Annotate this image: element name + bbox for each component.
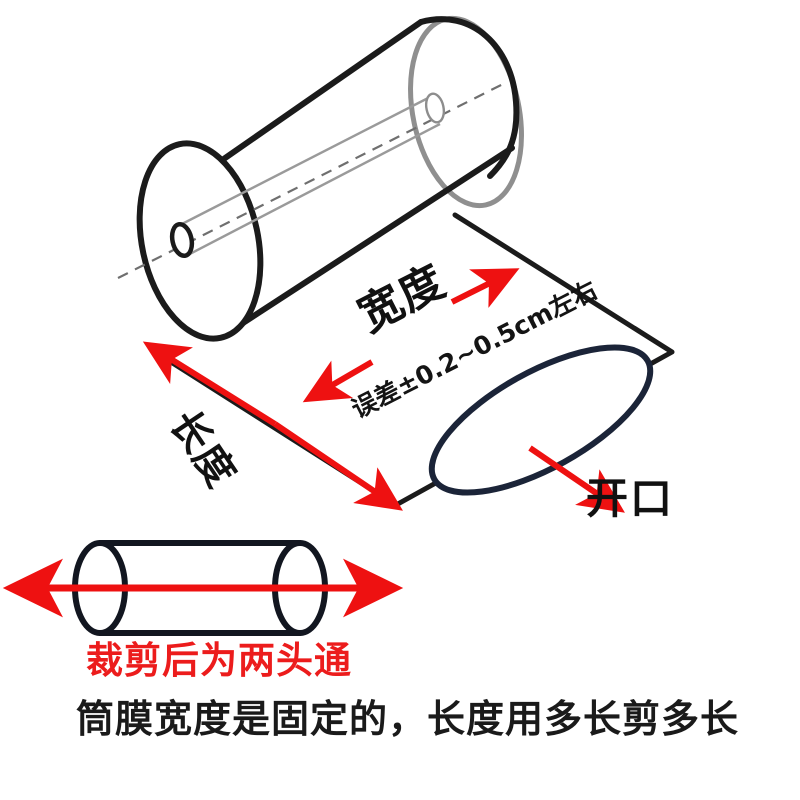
- core-far-end-ellipse: [424, 92, 446, 124]
- core-near-end-ellipse: [169, 221, 195, 259]
- core-tube-upper-edge: [179, 93, 435, 227]
- roll-far-outer-arc: [418, 16, 520, 179]
- opening-ellipse-outline: [428, 344, 654, 496]
- cut-result-note: 裁剪后为两头通: [86, 639, 352, 682]
- opening-pointer-arrow: [528, 445, 625, 513]
- opening-arrow-line: [528, 445, 625, 513]
- width-arrow-up-right: [450, 268, 520, 308]
- film-roll-cylinder: [136, 15, 582, 350]
- inner-core-tube: [117, 82, 506, 279]
- cut-tube-side-edges: [97, 540, 303, 636]
- core-tube-lower-edge: [185, 122, 441, 258]
- open-mouth-ellipse: [428, 344, 654, 496]
- width-arrow-down-left: [302, 359, 374, 403]
- bottom-caption: 筒膜宽度是固定的，长度用多长剪多长: [76, 697, 740, 741]
- roll-near-end-ellipse: [136, 140, 264, 342]
- length-arrow-up-left: [142, 341, 277, 427]
- width-double-arrow: [302, 268, 520, 403]
- length-arrow-down-right: [273, 421, 403, 511]
- opening-label: 开口: [586, 474, 675, 523]
- roll-bottom-edge: [240, 145, 515, 326]
- length-double-arrow: [142, 341, 403, 511]
